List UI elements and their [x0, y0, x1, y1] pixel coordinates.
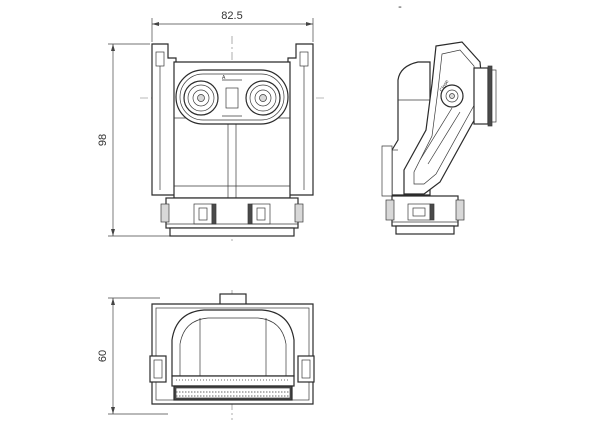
height-dimension-top: 98 — [97, 43, 170, 237]
height-dimension-bottom-label: 60 — [97, 350, 109, 362]
front-view: 82.5 98 — [97, 10, 325, 244]
side-view: - Close — [381, 1, 497, 235]
height-dimension-bottom: 60 — [97, 297, 168, 415]
width-dimension-label: 82.5 — [221, 10, 242, 22]
lever-label: Close — [439, 79, 451, 93]
pin-label: A — [222, 75, 226, 81]
height-dimension-top-label: 98 — [97, 134, 109, 146]
bottom-view: 60 — [97, 290, 315, 420]
width-dimension: 82.5 — [151, 10, 314, 42]
top-dash-mark: - — [398, 1, 402, 13]
